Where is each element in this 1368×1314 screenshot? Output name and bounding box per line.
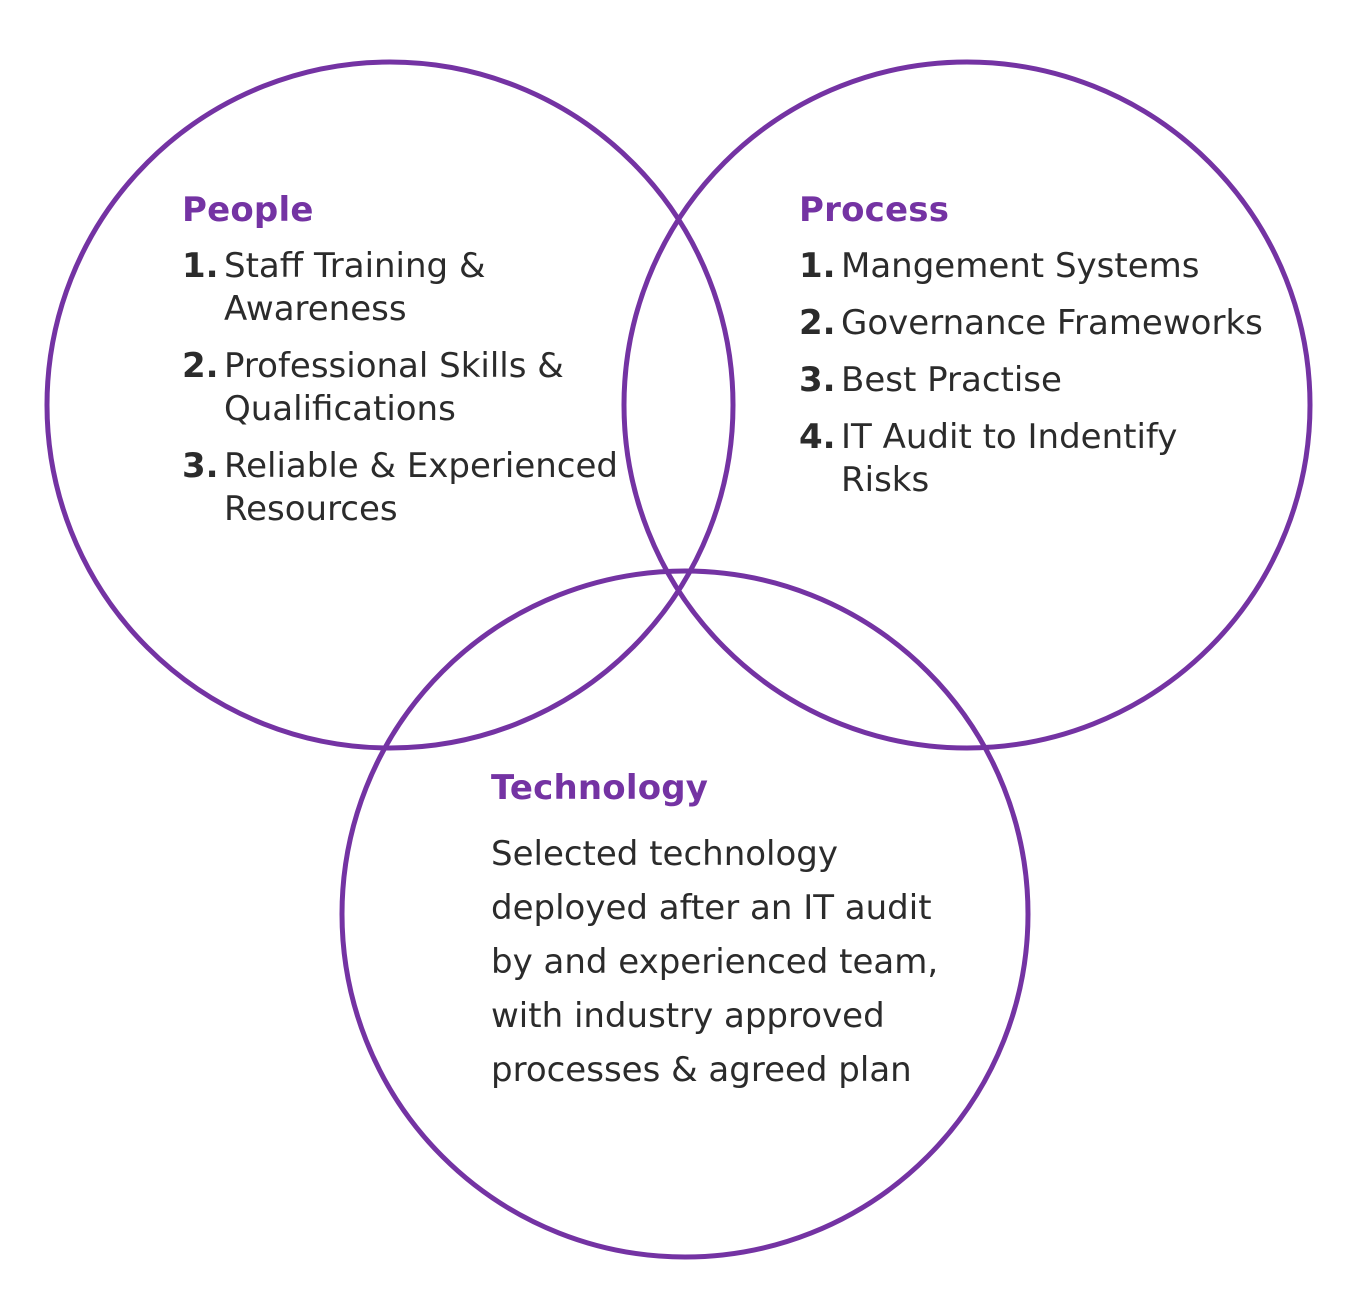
technology-description: Selected technology deployed after an IT… — [491, 833, 939, 1090]
process-circle — [621, 59, 1313, 751]
list-item: 1. Staff Training & Awareness — [182, 245, 622, 331]
list-item-text: Professional Skills & Qualifications — [224, 345, 564, 429]
technology-circle — [339, 568, 1031, 1260]
people-list: 1. Staff Training & Awareness 2. Profess… — [182, 245, 622, 531]
list-item: 2. Professional Skills & Qualifications — [182, 345, 622, 431]
list-item-text: Reliable & Experienced Resources — [224, 445, 619, 529]
technology-section: Technology Selected technology deployed … — [491, 768, 951, 1097]
list-item: 4. IT Audit to Indentify Risks — [799, 416, 1299, 502]
list-item-text: Governance Frameworks — [841, 302, 1263, 343]
process-title: Process — [799, 190, 950, 230]
list-item-number: 2. — [799, 302, 836, 343]
list-item-text: Staff Training & Awareness — [224, 245, 486, 329]
people-title: People — [182, 190, 314, 230]
list-item-text: IT Audit to Indentify Risks — [841, 416, 1178, 500]
list-item-number: 4. — [799, 416, 836, 457]
list-item-text: Best Practise — [841, 359, 1062, 400]
list-item: 2. Governance Frameworks — [799, 302, 1299, 345]
list-item: 3. Best Practise — [799, 359, 1299, 402]
list-item: 3. Reliable & Experienced Resources — [182, 445, 622, 531]
list-item-number: 1. — [182, 245, 219, 286]
list-item-number: 1. — [799, 245, 836, 286]
people-circle — [44, 59, 736, 751]
list-item-text: Mangement Systems — [841, 245, 1200, 286]
technology-title: Technology — [491, 768, 709, 808]
process-list: 1. Mangement Systems 2. Governance Frame… — [799, 245, 1299, 502]
list-item-number: 3. — [799, 359, 836, 400]
process-section: Process 1. Mangement Systems 2. Governan… — [799, 190, 1299, 516]
people-section: People 1. Staff Training & Awareness 2. … — [182, 190, 622, 545]
list-item: 1. Mangement Systems — [799, 245, 1299, 288]
list-item-number: 3. — [182, 445, 219, 486]
list-item-number: 2. — [182, 345, 219, 386]
